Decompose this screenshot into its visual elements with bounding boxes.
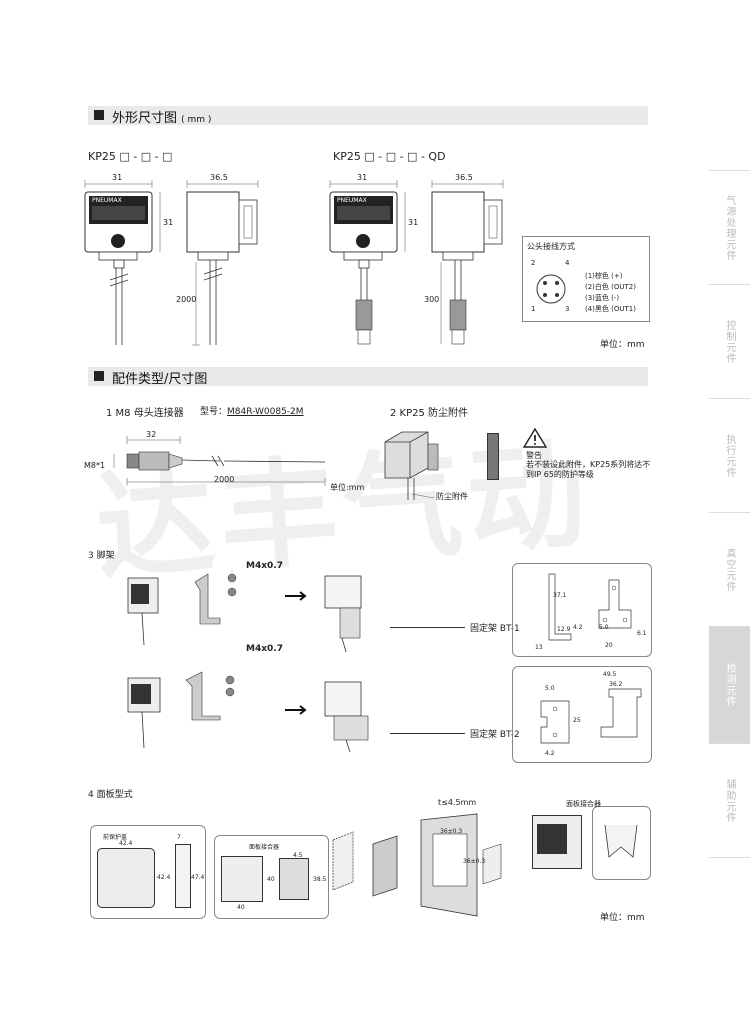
dust-cover-label: 防尘附件 — [436, 492, 468, 501]
dim-width-31-a: 31 — [112, 173, 123, 182]
dim-length-2000: 2000 — [176, 295, 197, 304]
dim-2000-cable: 2000 — [214, 475, 235, 484]
bt2-dim-25: 25 — [573, 717, 581, 724]
bullet-square-icon — [94, 110, 104, 120]
pin-4: 4 — [565, 259, 570, 267]
wiring-legend: (1)棕色 (+) (2)白色 (OUT2) (3)蓝色 (-) (4)黑色 (… — [585, 272, 636, 313]
item1-unit: 单位:mm — [330, 483, 365, 492]
sidebar-item-detection[interactable]: 检测元件 — [709, 626, 750, 743]
item3-title: 3 脚架 — [88, 551, 115, 561]
screw-label-2: M4x0.7 — [246, 644, 283, 654]
dim-m8: M8*1 — [84, 461, 106, 470]
front-cover-box: 前保护盖 42.4 7 42.4 47.4 — [90, 825, 206, 919]
display-brand-a: PNEUMAX — [92, 197, 122, 204]
adapter-dim-45: 4.5 — [293, 852, 303, 859]
drawing-m8-connector — [113, 436, 326, 486]
bt2-dim-495: 49.5 — [603, 671, 617, 678]
bt1-dim-37: 37.1 — [553, 592, 567, 599]
panel-cutout-w: 36±0.3 — [440, 828, 463, 835]
front-cover-part — [97, 848, 155, 908]
drawing-kp25-qd-front-side — [329, 180, 504, 345]
dim-height-31-b: 31 — [408, 218, 419, 227]
dim-length-300: 300 — [424, 295, 440, 304]
model-label-a: KP25 □ - □ - □ — [88, 150, 173, 163]
adapter-dim-40-w: 40 — [237, 904, 245, 911]
bt1-dim-129: 12.9 — [557, 626, 571, 633]
front-cover-side — [175, 844, 191, 908]
front-dim-424-w: 42.4 — [119, 840, 133, 847]
front-dim-7: 7 — [177, 834, 181, 841]
dim-depth-365-a: 36.5 — [210, 173, 228, 182]
section-header-accessories: 配件类型/尺寸图 — [88, 367, 648, 387]
item1-model: 型号：M84R-W0085-2M — [200, 407, 304, 417]
warning-icon — [522, 427, 548, 448]
sidebar-item-vacuum[interactable]: 真空元件 — [709, 512, 750, 626]
bt1-dim-50: 5.0 — [599, 624, 609, 631]
section-title: 外形尺寸图 — [112, 111, 178, 126]
drawing-panel-mount-exploded — [332, 813, 502, 917]
panel-cutout-h: 36±0.3 — [463, 858, 486, 865]
item1-title: 1 M8 母头连接器 — [106, 408, 184, 419]
panel-adapter-detail — [592, 806, 651, 880]
leader-line-bt1 — [390, 627, 465, 628]
section-unit: ( mm ) — [181, 115, 212, 125]
panel-adapter-label-2: 面板接合器 — [566, 800, 601, 808]
drawing-bt2-assembly — [127, 671, 369, 753]
adapter-side — [279, 858, 309, 900]
leader-line-bt2 — [390, 733, 465, 734]
warning-title: 警告 — [526, 451, 542, 460]
front-dim-424-h: 42.4 — [157, 874, 171, 881]
bt1-label: 固定架 BT-1 — [470, 624, 520, 634]
unit-note-1: 单位：mm — [600, 340, 645, 350]
bt1-dimension-box: 37.1 12.9 13 4.2 5.0 20 6.1 — [512, 563, 652, 657]
sidebar-item-actuator[interactable]: 执行元件 — [709, 398, 750, 512]
unit-note-2: 单位：mm — [600, 913, 645, 923]
bt1-dim-20: 20 — [605, 642, 613, 649]
panel-adapter-box: 面板接合器 4.5 40 40 38.5 — [214, 835, 329, 919]
bt2-dim-50: 5.0 — [545, 685, 555, 692]
panel-thickness: t≤4.5mm — [438, 798, 477, 807]
adapter-dim-40-h: 40 — [267, 876, 275, 883]
pin-3: 3 — [565, 305, 570, 313]
item2-title: 2 KP25 防尘附件 — [390, 408, 469, 419]
warning-text: 若不装设此附件，KP25系列将达不到IP 65的防护等级 — [526, 460, 651, 479]
connector-pin-icon — [536, 274, 566, 304]
sidebar-item-air-treatment[interactable]: 气源处理元件 — [709, 170, 750, 284]
item4-title: 4 面板型式 — [88, 790, 133, 800]
bt2-dim-42: 4.2 — [545, 750, 555, 757]
pin-1: 1 — [531, 305, 536, 313]
dim-32: 32 — [146, 430, 157, 439]
display-brand-b: PNEUMAX — [337, 197, 367, 204]
drawing-dust-cover — [384, 431, 439, 500]
bullet-square-icon — [94, 371, 104, 381]
bt1-dim-61: 6.1 — [637, 630, 647, 637]
adapter-dim-385: 38.5 — [313, 876, 327, 883]
panel-sensor-unit — [532, 815, 582, 869]
front-dim-474: 47.4 — [191, 874, 205, 881]
pin-2: 2 — [531, 259, 536, 267]
bt1-dim-13: 13 — [535, 644, 543, 651]
sidebar-item-auxiliary[interactable]: 辅助元件 — [709, 743, 750, 858]
bt2-dim-362: 36.2 — [609, 681, 623, 688]
dust-cover-part — [487, 433, 499, 480]
bt1-dim-42: 4.2 — [573, 624, 583, 631]
section-header-dimensions: 外形尺寸图 ( mm ) — [88, 106, 648, 126]
drawing-bt1-assembly — [127, 573, 362, 653]
panel-adapter-label: 面板接合器 — [249, 844, 280, 851]
model-label-b: KP25 □ - □ - □ - QD — [333, 150, 446, 163]
dim-depth-365-b: 36.5 — [455, 173, 473, 182]
bt2-label: 固定架 BT-2 — [470, 730, 520, 740]
screw-label-1: M4x0.7 — [246, 561, 283, 571]
dim-width-31-b: 31 — [357, 173, 368, 182]
sidebar-item-control[interactable]: 控制元件 — [709, 284, 750, 398]
adapter-front — [221, 856, 263, 902]
bt2-dimension-box: 49.5 5.0 36.2 25 4.2 — [512, 666, 652, 763]
front-cover-label: 前保护盖 — [103, 834, 128, 841]
drawing-kp25-front-side — [84, 180, 259, 346]
section-title-accessories: 配件类型/尺寸图 — [112, 372, 208, 387]
dim-height-31-a: 31 — [163, 218, 174, 227]
wiring-title: 公头接线方式 — [527, 242, 575, 251]
wiring-diagram-box: 公头接线方式 2 4 1 3 (1)棕色 (+) (2)白色 (OUT2) (3… — [522, 236, 650, 322]
